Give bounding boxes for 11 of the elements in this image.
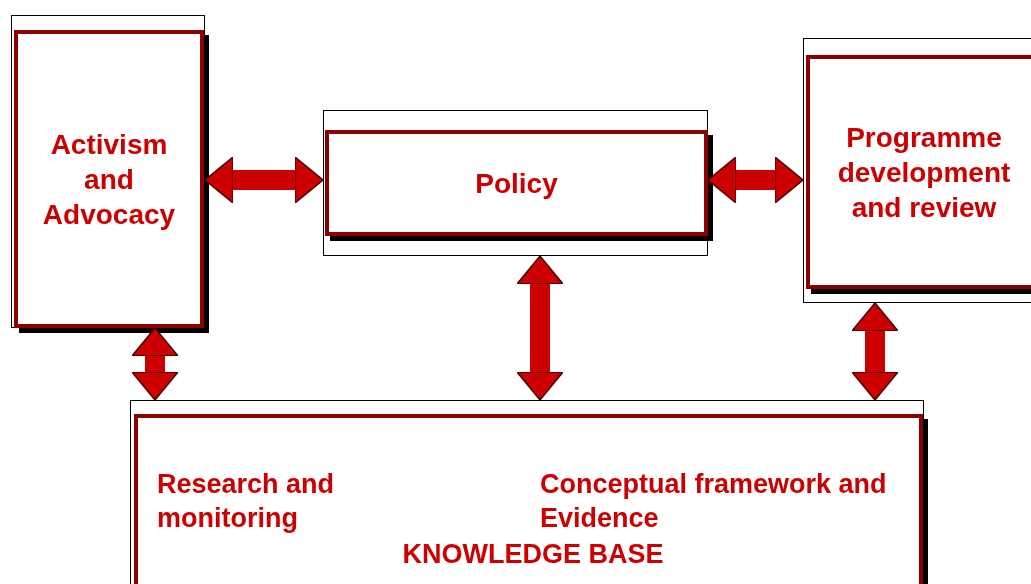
double-arrow xyxy=(204,156,324,204)
double-arrow xyxy=(851,302,899,401)
double-arrow xyxy=(131,327,179,401)
box-label: KNOWLEDGE BASE xyxy=(401,538,665,571)
box-label: Research and monitoring xyxy=(157,468,336,535)
double-arrow xyxy=(516,255,564,401)
box-label: Policy xyxy=(474,166,559,201)
box-label: Conceptual framework and Evidence xyxy=(540,468,888,535)
double-arrow xyxy=(707,156,804,204)
box-label: Programme development and review xyxy=(836,120,1012,225)
box-label: Activism and Advocacy xyxy=(41,127,177,232)
